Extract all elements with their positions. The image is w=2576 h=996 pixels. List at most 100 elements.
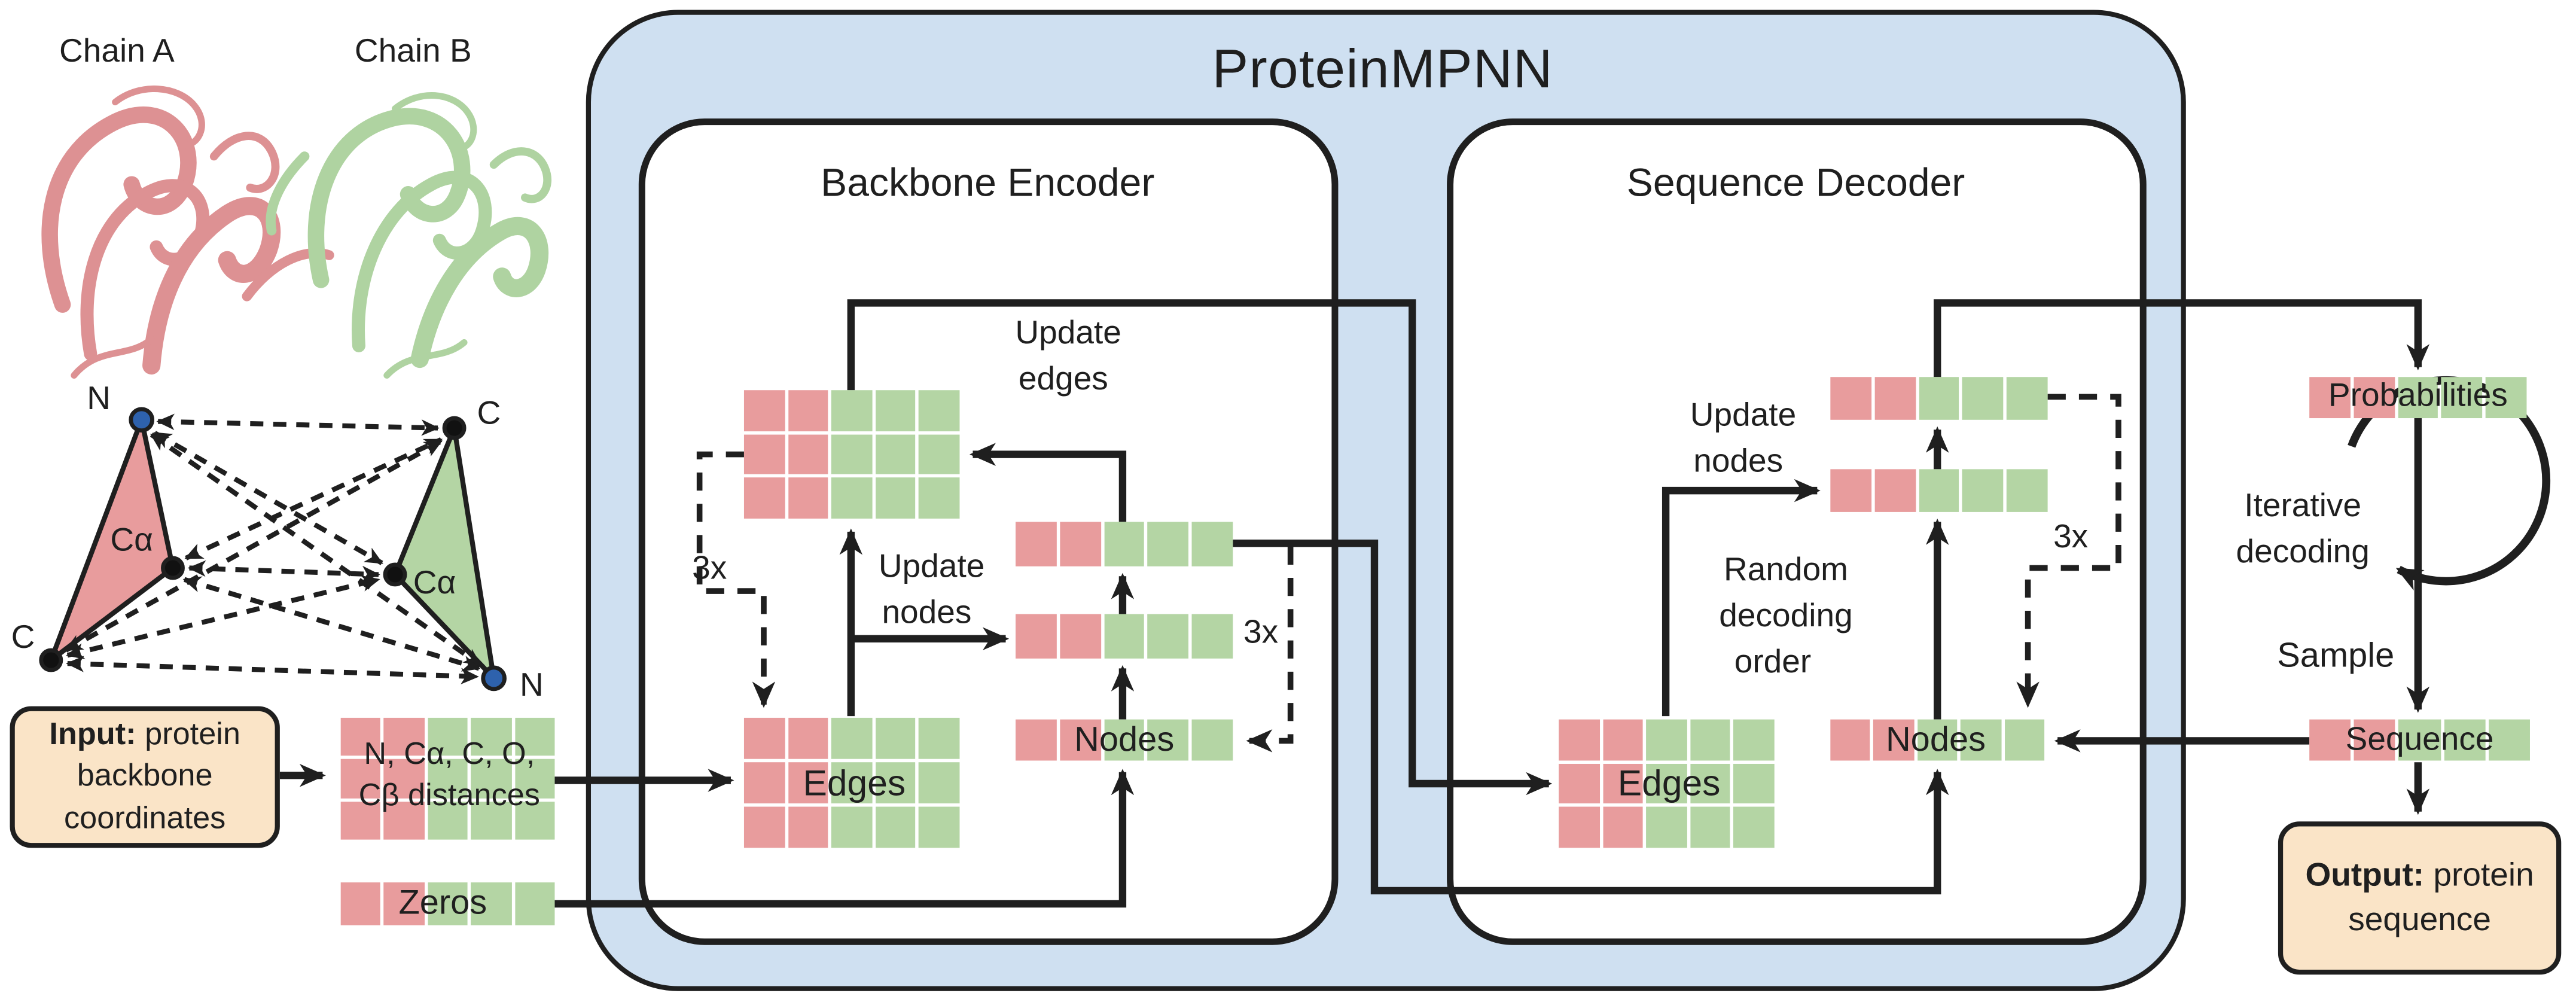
feature-cell-green bbox=[1918, 377, 1960, 420]
feature-cell-green bbox=[2004, 719, 2045, 761]
feature-cell-green bbox=[427, 882, 468, 925]
feature-cell-pink bbox=[788, 717, 828, 759]
feature-cell-green bbox=[919, 762, 960, 804]
feature-cell-green bbox=[919, 806, 960, 848]
feature-cell-green bbox=[1103, 614, 1145, 659]
chain-a-label: Chain A bbox=[59, 33, 175, 70]
encoder-edges-repeat-label: 3x bbox=[692, 550, 727, 587]
feature-cell-pink bbox=[1016, 522, 1057, 566]
feature-cell-green bbox=[471, 717, 511, 757]
feature-cell-green bbox=[2007, 377, 2048, 420]
feature-cell-pink bbox=[743, 390, 785, 431]
encoder-nodes-label: Nodes bbox=[1074, 721, 1175, 759]
feature-cell-pink bbox=[1559, 763, 1599, 804]
feature-cell-pink bbox=[743, 434, 785, 475]
iterative-decoding-label-line2: decoding bbox=[2236, 534, 2370, 571]
feature-cell-pink bbox=[1559, 719, 1599, 760]
atom-label-n-top: N bbox=[87, 381, 111, 418]
atom-label-c-bottom: C bbox=[11, 620, 35, 656]
encoder-updated-edges-grid bbox=[743, 390, 960, 519]
iterative-decoding-label-line1: Iterative bbox=[2244, 488, 2362, 525]
feature-cell-green bbox=[875, 390, 916, 431]
feature-cell-green bbox=[1918, 469, 1960, 512]
chain-b-label: Chain B bbox=[354, 33, 472, 70]
encoder-updated-nodes-row-upper bbox=[1016, 522, 1233, 566]
chain-b-triangle bbox=[392, 419, 498, 686]
input-box-line1: Input: protein bbox=[49, 718, 240, 753]
feature-cell-green bbox=[875, 806, 916, 848]
feature-cell-green bbox=[1962, 377, 2004, 420]
feature-cell-pink bbox=[1874, 469, 1916, 512]
feature-cell-green bbox=[427, 801, 468, 840]
input-box: Input: protein backbone coordinates bbox=[10, 706, 280, 848]
feature-cell-green bbox=[514, 882, 555, 925]
feature-cell-green bbox=[2398, 719, 2441, 761]
ca-atom-dot bbox=[161, 556, 185, 580]
feature-cell-pink bbox=[2309, 377, 2351, 419]
feature-cell-pink bbox=[340, 717, 381, 757]
feature-cell-pink bbox=[340, 882, 381, 925]
feature-cell-green bbox=[427, 717, 468, 757]
feature-cell-green bbox=[471, 801, 511, 840]
feature-cell-pink bbox=[788, 390, 828, 431]
feature-cell-pink bbox=[788, 806, 828, 848]
feature-cell-pink bbox=[2354, 719, 2396, 761]
encoder-updated-nodes-row-lower bbox=[1016, 614, 1233, 659]
encoder-edges-label: Edges bbox=[803, 762, 906, 804]
feature-cell-pink bbox=[1016, 614, 1057, 659]
decoder-update-nodes-label-line2: nodes bbox=[1693, 443, 1784, 480]
feature-cell-green bbox=[875, 478, 916, 519]
encoder-update-edges-label-line1: Update bbox=[1015, 315, 1121, 352]
feature-cell-green bbox=[831, 478, 873, 519]
feature-cell-pink bbox=[1016, 719, 1057, 761]
feature-cell-pink bbox=[1602, 807, 1644, 848]
feature-cell-green bbox=[2007, 469, 2048, 512]
feature-cell-green bbox=[471, 759, 511, 798]
sequence-bar bbox=[2309, 719, 2530, 761]
decoder-repeat-label: 3x bbox=[2053, 519, 2089, 556]
decoder-updated-nodes-row-upper bbox=[1830, 377, 2048, 420]
feature-cell-green bbox=[831, 806, 873, 848]
sequence-label: Sequence bbox=[2345, 721, 2494, 759]
feature-cell-green bbox=[919, 390, 960, 431]
c-atom-dot bbox=[442, 416, 467, 440]
feature-cell-green bbox=[1192, 614, 1233, 659]
encoder-nodes-repeat-label: 3x bbox=[1243, 614, 1279, 651]
feature-cell-green bbox=[1646, 807, 1687, 848]
feature-cell-green bbox=[1148, 614, 1189, 659]
decoder-random-label-line1: Random bbox=[1723, 552, 1849, 589]
feature-cell-green bbox=[1690, 807, 1731, 848]
n-atom-dot bbox=[129, 407, 155, 433]
protein-structure-illustration bbox=[41, 85, 552, 379]
decoder-title: Sequence Decoder bbox=[1626, 161, 1965, 206]
feature-cell-pink bbox=[1830, 469, 1871, 512]
feature-cell-pink bbox=[743, 806, 785, 848]
encoder-title: Backbone Encoder bbox=[821, 161, 1155, 206]
feature-cell-green bbox=[919, 717, 960, 759]
feature-cell-pink bbox=[384, 717, 425, 757]
feature-cell-pink bbox=[1059, 522, 1101, 566]
feature-cell-green bbox=[1734, 807, 1775, 848]
ca-atom-dot bbox=[383, 562, 407, 587]
feature-cell-green bbox=[919, 434, 960, 475]
feature-cell-green bbox=[1961, 719, 2001, 761]
sample-label: Sample bbox=[2277, 637, 2395, 675]
feature-cell-pink bbox=[743, 762, 785, 804]
decoder-edges-label: Edges bbox=[1617, 762, 1721, 804]
feature-cell-pink bbox=[1602, 719, 1644, 760]
decoder-random-label-line3: order bbox=[1734, 644, 1812, 681]
feature-cell-pink bbox=[384, 882, 425, 925]
feature-cell-green bbox=[1690, 719, 1731, 760]
feature-cell-pink bbox=[788, 478, 828, 519]
atom-label-c-top: C bbox=[477, 395, 501, 432]
sequence-decoder-box bbox=[1447, 118, 2147, 945]
feature-cell-green bbox=[514, 717, 555, 757]
decoder-random-label-line2: decoding bbox=[1719, 598, 1853, 635]
zeros-feature-bar bbox=[340, 882, 555, 925]
c-atom-dot bbox=[39, 648, 63, 672]
feature-cell-green bbox=[875, 434, 916, 475]
distances-label-line1: N, Cα, C, O, bbox=[364, 737, 535, 772]
feature-cell-green bbox=[831, 434, 873, 475]
feature-cell-green bbox=[875, 717, 916, 759]
